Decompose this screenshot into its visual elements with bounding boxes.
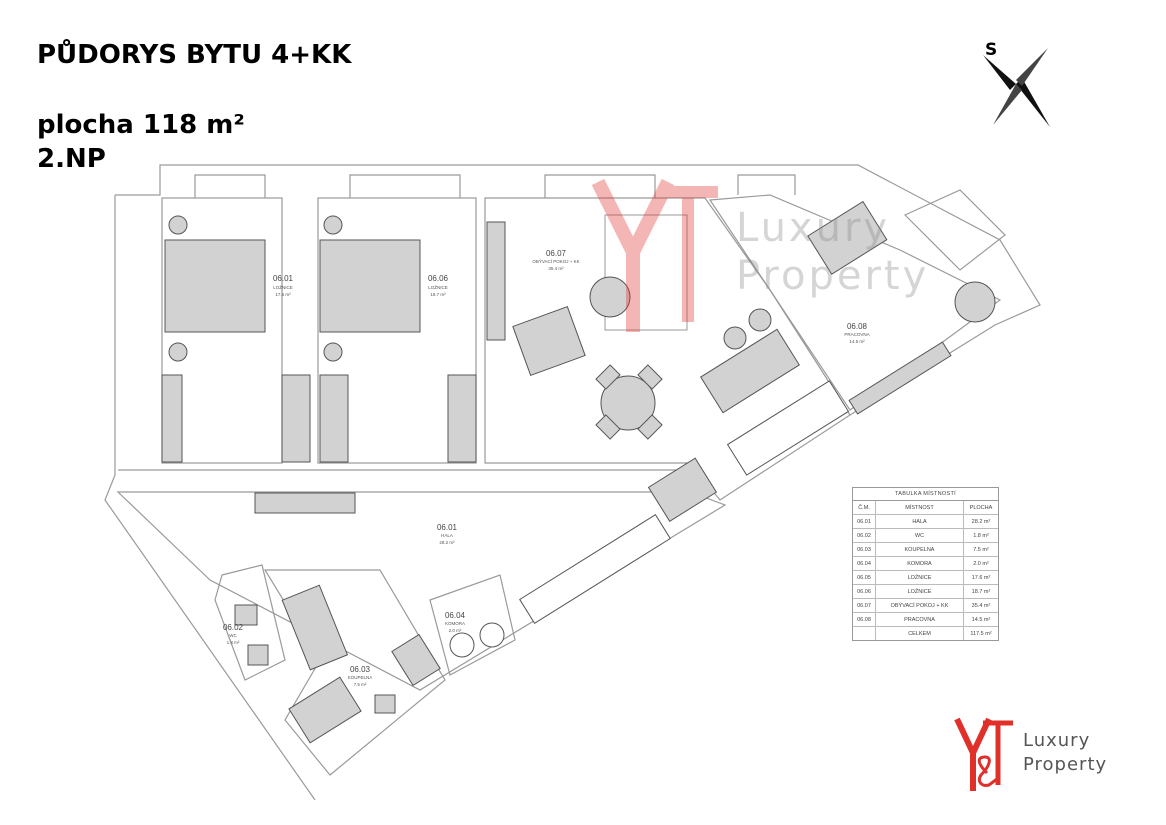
armchair bbox=[512, 306, 586, 376]
outer-wall-left bbox=[104, 195, 316, 801]
logo-line1: Luxury bbox=[1023, 730, 1091, 751]
room-number-06-01: 06.01 bbox=[437, 523, 458, 532]
bedroom-06-06-walls bbox=[317, 197, 477, 464]
svg-text:1.8 m²: 1.8 m² bbox=[227, 640, 240, 645]
wc-walls bbox=[214, 564, 286, 681]
svg-text:OBÝVACÍ POKOJ + KK: OBÝVACÍ POKOJ + KK bbox=[532, 258, 579, 264]
table-total-row: CELKEM 117.5 m² bbox=[853, 627, 998, 640]
svg-text:7.5 m²: 7.5 m² bbox=[354, 682, 367, 687]
room-number-06-05: 06.01 bbox=[273, 274, 294, 283]
company-logo: Luxury Property bbox=[953, 713, 1123, 795]
outer-wall-top bbox=[115, 164, 1041, 416]
plan-title: PŮDORYS BYTU 4+KK bbox=[37, 40, 352, 70]
svg-text:HALA: HALA bbox=[441, 533, 453, 538]
svg-text:KOUPELNA: KOUPELNA bbox=[348, 675, 373, 680]
room-number-06-06: 06.06 bbox=[428, 274, 449, 283]
svg-text:KOMORA: KOMORA bbox=[445, 621, 465, 626]
compass: S bbox=[978, 40, 1058, 130]
dining-table bbox=[600, 375, 656, 431]
room-table-caption: TABULKA MÍSTNOSTÍ bbox=[853, 488, 998, 501]
compass-label: S bbox=[985, 40, 998, 60]
room-number-06-03: 06.03 bbox=[350, 665, 371, 674]
bed-06-05 bbox=[164, 239, 266, 333]
svg-text:2.0 m²: 2.0 m² bbox=[449, 628, 462, 633]
svg-text:WC: WC bbox=[229, 633, 237, 638]
room-number-06-04: 06.04 bbox=[445, 611, 466, 620]
logo-line2: Property bbox=[1023, 754, 1108, 775]
svg-text:35.4 m²: 35.4 m² bbox=[548, 266, 564, 271]
hall-wardrobe bbox=[519, 514, 671, 624]
floor-label: 2.NP bbox=[37, 144, 106, 174]
pantry-walls bbox=[429, 574, 516, 676]
compass-star-icon bbox=[983, 48, 1050, 127]
logo-mark-icon bbox=[954, 717, 1013, 791]
svg-text:LOŽNICE: LOŽNICE bbox=[273, 283, 293, 290]
room-number-06-08: 06.08 bbox=[847, 322, 868, 331]
bedroom-06-05-walls bbox=[161, 197, 283, 464]
svg-text:18.7 m²: 18.7 m² bbox=[430, 292, 446, 297]
svg-text:17.6 m²: 17.6 m² bbox=[275, 292, 291, 297]
svg-text:28.2 m²: 28.2 m² bbox=[439, 540, 455, 545]
room-table: TABULKA MÍSTNOSTÍ Č.M. MÍSTNOST PLOCHA 0… bbox=[852, 487, 999, 641]
study-desk bbox=[807, 200, 888, 275]
room-table-header: Č.M. MÍSTNOST PLOCHA bbox=[853, 501, 998, 515]
bathtub bbox=[281, 584, 349, 671]
apartment-area: plocha 118 m² bbox=[37, 110, 245, 140]
study-walls bbox=[708, 194, 1002, 411]
kitchen-island bbox=[700, 328, 800, 414]
sofa bbox=[604, 214, 688, 331]
svg-text:14.5 m²: 14.5 m² bbox=[849, 339, 865, 344]
svg-text:PRACOVNA: PRACOVNA bbox=[844, 332, 869, 337]
room-number-06-07: 06.07 bbox=[546, 249, 567, 258]
bed-06-06 bbox=[319, 239, 421, 333]
svg-text:LOŽNICE: LOŽNICE bbox=[428, 283, 448, 290]
living-room-walls bbox=[484, 197, 851, 501]
room-number-06-02: 06.02 bbox=[223, 623, 244, 632]
